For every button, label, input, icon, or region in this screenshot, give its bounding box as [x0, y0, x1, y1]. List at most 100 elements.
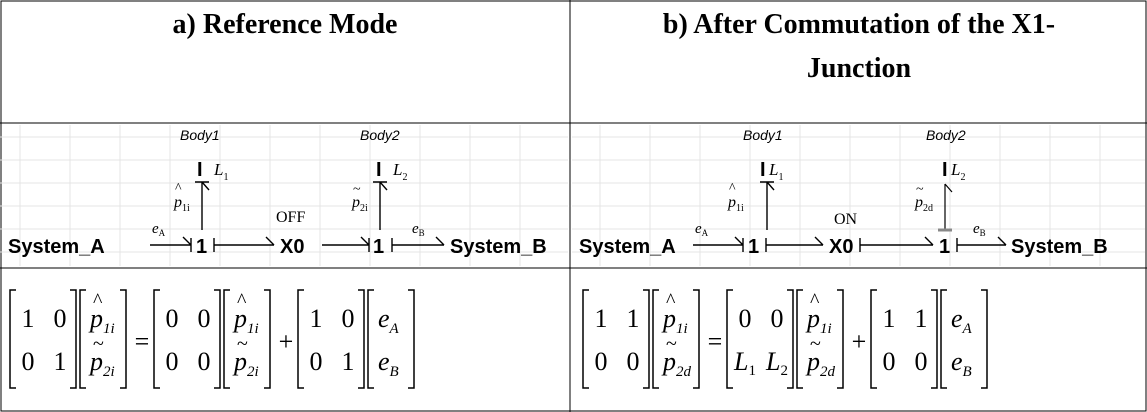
matrix-3-cell: 1	[310, 304, 323, 333]
matrix-2-left-bracket	[726, 289, 733, 389]
vector-3-entry-sub: B	[390, 364, 399, 380]
junction2: 1	[373, 236, 384, 258]
matrix-1-cell: 0	[54, 304, 67, 333]
flow1-sym: p	[727, 194, 736, 211]
vector-2-right-bracket	[837, 289, 844, 389]
vector-3-entry: eA	[951, 304, 973, 337]
matrix-2-cell: 0	[166, 304, 179, 333]
vector-3-entry-sym: e	[378, 304, 390, 333]
vector-3-entry-sym: e	[951, 304, 963, 333]
bond-sysA-to-junction1	[693, 236, 744, 252]
matrix-2-cell: L1	[733, 347, 756, 379]
vector-2-entry-sub: 2i	[247, 364, 259, 380]
effort-left-sym: e	[695, 221, 702, 237]
flow2-sym: p	[351, 194, 360, 211]
matrix-2-cell-sym: L	[733, 347, 748, 376]
switch-junction: X0	[280, 236, 304, 258]
switch-state: ON	[834, 211, 858, 228]
inertia1-element: I	[197, 159, 203, 181]
matrix-3-left-bracket	[297, 289, 304, 389]
bond-junction2-to-sysB	[956, 236, 1007, 252]
inertia1-param-sub: 1	[223, 172, 228, 183]
inertia1-param-sym: L	[213, 160, 223, 179]
vector-2-accent-hat: ^	[810, 290, 820, 312]
matrix-2-cell: 0	[739, 304, 752, 333]
panel-a-heading: a) Reference Mode	[172, 9, 398, 40]
vector-2-entry-sym: p	[805, 304, 820, 333]
effort-right-sym: e	[412, 221, 419, 237]
vector-3-left-bracket	[367, 289, 374, 389]
effort-right-label: eB	[973, 221, 986, 238]
source-right: System_B	[1011, 236, 1108, 258]
vector-2-accent-tilde: ~	[237, 333, 248, 355]
effort-right-sym: e	[973, 221, 980, 237]
vector-3-entry-sub: B	[963, 364, 972, 380]
vector-1-left-bracket	[79, 289, 86, 389]
matrix-2-cell: L2	[765, 347, 788, 379]
vector-1-entry-sub: 1i	[676, 321, 688, 337]
vector-3-entry-sym: e	[378, 347, 390, 376]
matrix-3-cell: 1	[915, 304, 928, 333]
flow1-label: p1i	[173, 194, 190, 214]
bond-junction2-to-inertia2	[373, 181, 388, 230]
inertia2-param: L2	[392, 160, 407, 183]
effort-left-label: eA	[695, 221, 709, 238]
flow1-label: p1i	[727, 194, 744, 214]
matrix-2-right-bracket	[787, 289, 794, 389]
flow2-sub: 2i	[360, 203, 368, 214]
matrix-1-cell: 0	[595, 347, 608, 376]
vector-2-entry-sym: p	[805, 347, 820, 376]
equals-sign: =	[135, 327, 150, 356]
vector-2-entry-sub: 1i	[247, 321, 259, 337]
effort-left-label: eA	[152, 221, 166, 238]
matrix-3-cell: 1	[342, 347, 355, 376]
matrix-2-right-bracket	[214, 289, 221, 389]
plus-sign: +	[852, 327, 867, 356]
effort-left-sub: A	[702, 228, 709, 238]
matrix-3-left-bracket	[870, 289, 877, 389]
matrix-2-left-bracket	[153, 289, 160, 389]
vector-3-left-bracket	[940, 289, 947, 389]
inertia1-param-sym: L	[768, 160, 778, 179]
matrix-3-cell: 1	[883, 304, 896, 333]
bond-junction1-to-X0	[213, 236, 275, 252]
effort-right-label: eB	[412, 221, 425, 238]
junction2: 1	[939, 236, 950, 258]
inertia2-param: L2	[950, 160, 965, 183]
effort-left-sym: e	[152, 221, 159, 237]
diagram-grid-left	[0, 125, 568, 266]
vector-1-entry-sym: p	[88, 347, 103, 376]
inertia2-param-sym: L	[950, 160, 960, 179]
inertia1-element: I	[760, 159, 766, 181]
inertia2-element: I	[942, 159, 948, 181]
inertia2-param-sym: L	[392, 160, 402, 179]
junction1: 1	[748, 236, 759, 258]
bond-X0-to-junction2	[859, 236, 934, 252]
inertia2-param-sub: 2	[960, 172, 965, 183]
effort-right-sub: B	[419, 228, 425, 238]
vector-1-accent-hat: ^	[93, 290, 103, 312]
matrix-1-cell: 1	[22, 304, 35, 333]
vector-3-entry: eB	[951, 347, 972, 380]
panel-b-heading-line2: Junction	[806, 53, 912, 84]
panel-b-heading: b) After Commutation of the X1- Junction	[571, 0, 1147, 122]
vector-1-accent-tilde: ~	[93, 333, 104, 355]
junction1: 1	[196, 236, 207, 258]
flow1-sym: p	[173, 194, 182, 211]
matrix-2-cell: 0	[198, 304, 211, 333]
body2-label: Body2	[926, 127, 966, 143]
matrix-1-left-bracket	[9, 289, 16, 389]
inertia1-param: L1	[768, 160, 783, 183]
effort-left-sub: A	[159, 228, 166, 238]
inertia1-param: L1	[213, 160, 228, 183]
vector-3-entry: eA	[378, 304, 400, 337]
vector-2-entry: p2i	[232, 347, 259, 380]
body2-label: Body2	[360, 127, 400, 143]
matrix-2-cell: 0	[771, 304, 784, 333]
vector-1-right-bracket	[693, 289, 700, 389]
bond-graph-a: Body1 Body2 I L1 I L2 p1i ^ p2i ~ OFF Sy…	[8, 127, 547, 258]
